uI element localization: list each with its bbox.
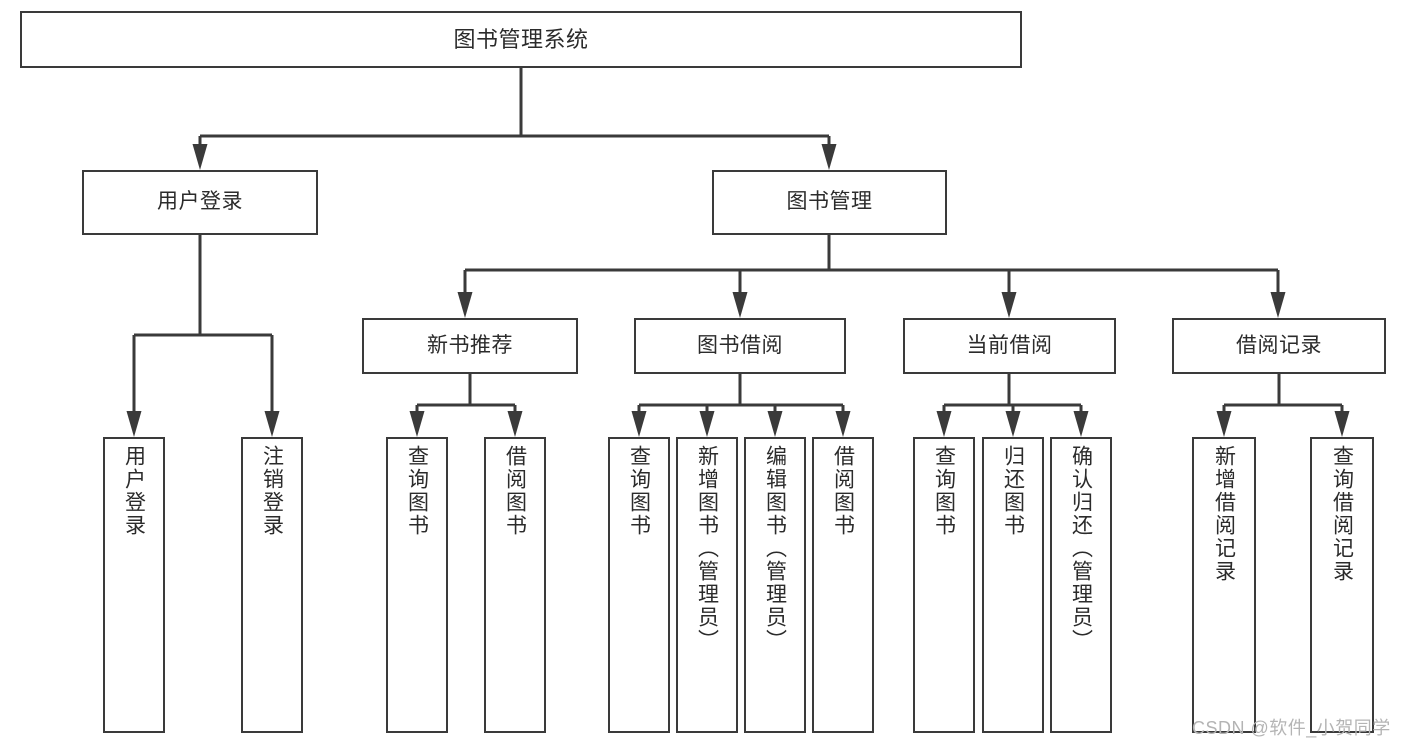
node-leaf-user-login-label: 用户登录 [122, 445, 146, 537]
node-root-label: 图书管理系统 [453, 26, 589, 52]
node-leaf-borrow-book-2-label: 借阅图书 [831, 445, 855, 537]
node-leaf-query-book-2-label: 查询图书 [627, 445, 651, 537]
node-leaf-query-record[interactable]: 查询借阅记录 [1310, 437, 1374, 733]
user-login-arrow-1-head [264, 411, 280, 437]
book-manage-arrow-2-head [1001, 292, 1017, 318]
node-book-borrow-label: 图书借阅 [697, 333, 783, 357]
book-manage-arrow-1-head [732, 292, 748, 318]
root-arrow-0-head [192, 144, 208, 170]
node-book-manage[interactable]: 图书管理 [712, 170, 947, 235]
node-leaf-user-login[interactable]: 用户登录 [103, 437, 165, 733]
node-leaf-borrow-book-1[interactable]: 借阅图书 [484, 437, 546, 733]
node-leaf-confirm-return[interactable]: 确认归还（管理员） [1050, 437, 1112, 733]
user-login-arrow-0-head [126, 411, 142, 437]
node-leaf-query-book-3-label: 查询图书 [932, 445, 956, 537]
node-current-borrow-label: 当前借阅 [966, 333, 1053, 357]
group-0-arrow-1-head [507, 411, 523, 437]
node-borrow-record[interactable]: 借阅记录 [1172, 318, 1386, 374]
node-leaf-query-record-label: 查询借阅记录 [1330, 445, 1354, 583]
node-book-borrow[interactable]: 图书借阅 [634, 318, 846, 374]
node-leaf-borrow-book-1-label: 借阅图书 [503, 445, 527, 537]
node-book-manage-label: 图书管理 [786, 190, 873, 214]
node-leaf-add-book[interactable]: 新增图书（管理员） [676, 437, 738, 733]
node-leaf-query-book-1[interactable]: 查询图书 [386, 437, 448, 733]
node-leaf-confirm-return-label: 确认归还（管理员） [1069, 445, 1093, 652]
group-2-arrow-2-head [1073, 411, 1089, 437]
group-1-arrow-1-head [699, 411, 715, 437]
node-leaf-borrow-book-2[interactable]: 借阅图书 [812, 437, 874, 733]
node-leaf-user-logout-label: 注销登录 [260, 445, 284, 537]
node-leaf-query-book-1-label: 查询图书 [405, 445, 429, 537]
node-leaf-return-book-label: 归还图书 [1001, 445, 1025, 537]
node-leaf-edit-book-label: 编辑图书（管理员） [763, 445, 787, 652]
group-2-arrow-0-head [936, 411, 952, 437]
book-manage-arrow-0-head [457, 292, 473, 318]
node-root[interactable]: 图书管理系统 [20, 11, 1022, 68]
node-user-login-label: 用户登录 [157, 190, 243, 214]
node-leaf-add-record-label: 新增借阅记录 [1212, 445, 1236, 583]
node-borrow-record-label: 借阅记录 [1236, 333, 1322, 357]
node-user-login[interactable]: 用户登录 [82, 170, 318, 235]
node-leaf-user-logout[interactable]: 注销登录 [241, 437, 303, 733]
node-new-book-recommend[interactable]: 新书推荐 [362, 318, 578, 374]
node-leaf-query-book-2[interactable]: 查询图书 [608, 437, 670, 733]
root-arrow-1-head [821, 144, 837, 170]
node-leaf-add-book-label: 新增图书（管理员） [695, 445, 719, 652]
book-manage-arrow-3-head [1270, 292, 1286, 318]
watermark: CSDN @软件_小贺同学 [1192, 718, 1391, 738]
group-0-arrow-0-head [409, 411, 425, 437]
group-3-arrow-1-head [1334, 411, 1350, 437]
group-1-arrow-0-head [631, 411, 647, 437]
node-leaf-edit-book[interactable]: 编辑图书（管理员） [744, 437, 806, 733]
node-leaf-query-book-3[interactable]: 查询图书 [913, 437, 975, 733]
node-leaf-return-book[interactable]: 归还图书 [982, 437, 1044, 733]
group-1-arrow-2-head [767, 411, 783, 437]
group-1-arrow-3-head [835, 411, 851, 437]
node-leaf-add-record[interactable]: 新增借阅记录 [1192, 437, 1256, 733]
group-2-arrow-1-head [1005, 411, 1021, 437]
node-new-book-recommend-label: 新书推荐 [427, 333, 513, 357]
group-3-arrow-0-head [1216, 411, 1232, 437]
node-current-borrow[interactable]: 当前借阅 [903, 318, 1116, 374]
